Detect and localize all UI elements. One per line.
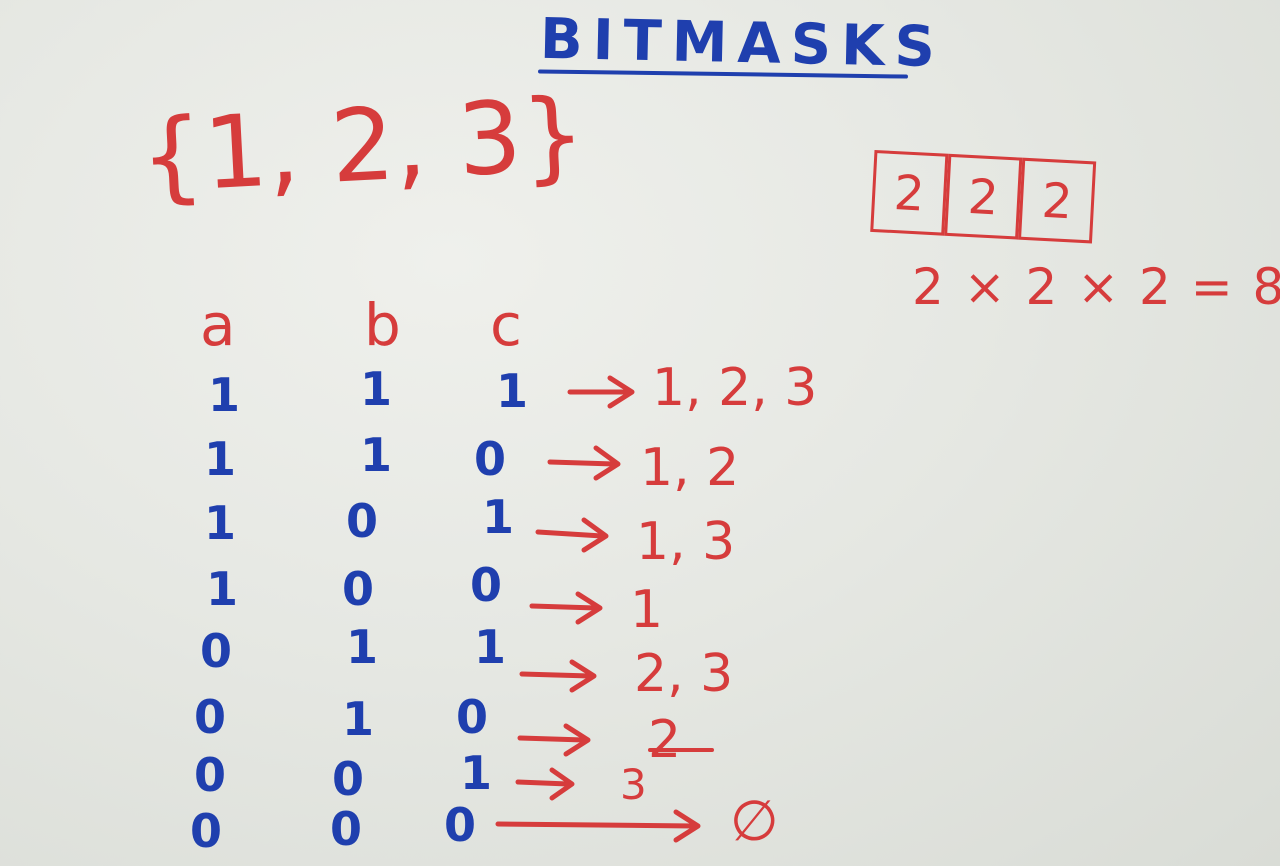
ink-stroke — [648, 748, 714, 752]
arrow — [519, 659, 597, 693]
bit-b: 1 — [360, 362, 393, 416]
bit-a: 1 — [206, 562, 239, 616]
bit-b: 1 — [360, 428, 393, 482]
bit-a: 0 — [194, 690, 227, 744]
bit-c: 0 — [474, 432, 507, 486]
subset-result: 1, 2, 3 — [652, 358, 818, 418]
set-notation: {1, 2, 3} — [137, 75, 588, 216]
bit-c: 1 — [460, 746, 493, 800]
choice-box: 2 — [944, 153, 1023, 240]
arrow — [567, 375, 635, 409]
bit-b: 1 — [342, 692, 375, 746]
subset-result: 2, 3 — [634, 644, 734, 704]
bit-b: 1 — [346, 620, 379, 674]
arrow — [495, 809, 701, 843]
bit-b: 0 — [330, 802, 363, 856]
bit-a: 1 — [208, 368, 241, 422]
bit-c: 1 — [482, 490, 515, 544]
bit-c: 0 — [470, 558, 503, 612]
subset-result: 1, 3 — [636, 512, 736, 572]
arrow — [517, 723, 591, 757]
choice-box: 2 — [870, 149, 949, 236]
arrow — [515, 767, 575, 801]
bit-a: 1 — [204, 432, 237, 486]
bit-b: 0 — [342, 562, 375, 616]
bit-c: 1 — [496, 364, 529, 418]
bit-b: 0 — [332, 752, 365, 806]
choice-boxes: 2 2 2 — [870, 149, 1108, 252]
bit-a: 0 — [200, 624, 233, 678]
subset-result: 1 — [630, 580, 664, 640]
bit-a: 0 — [190, 804, 223, 858]
subset-result: 1, 2 — [640, 438, 740, 498]
column-header-a: a — [200, 291, 236, 359]
bit-c: 0 — [444, 798, 477, 852]
bit-b: 0 — [346, 494, 379, 548]
subset-result: 2 — [648, 710, 682, 770]
empty-set-symbol: ∅ — [730, 789, 779, 854]
arrow — [535, 517, 609, 553]
count-formula: 2 × 2 × 2 = 8 — [912, 258, 1280, 316]
choice-box: 2 — [1018, 157, 1097, 244]
board-title: BITMASKS — [539, 6, 946, 81]
arrow — [547, 445, 621, 481]
bit-c: 0 — [456, 690, 489, 744]
bit-a: 0 — [194, 748, 227, 802]
column-header-b: b — [364, 291, 401, 359]
bit-a: 1 — [204, 496, 237, 550]
arrow — [529, 591, 603, 625]
subset-result: 3 — [620, 760, 647, 809]
bit-c: 1 — [474, 620, 507, 674]
column-header-c: c — [490, 291, 522, 359]
